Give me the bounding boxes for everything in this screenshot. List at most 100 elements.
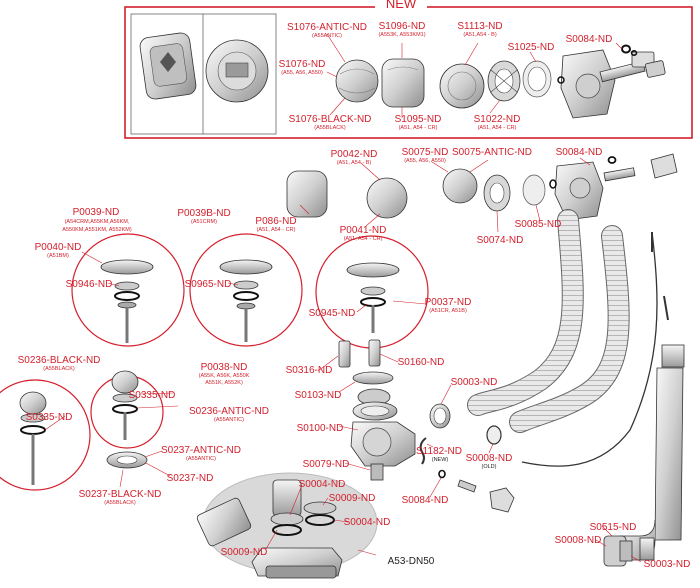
label-S0515: S0515-ND (590, 522, 637, 533)
label-S0084-bot: S0084-ND (402, 495, 449, 506)
circle-group-S0236-BLACK (0, 379, 91, 491)
part-S1182-clip-drawing (419, 437, 427, 465)
label-S0003-top: S0003-ND (451, 377, 498, 388)
new-title: NEW (386, 0, 417, 11)
label-P0041: P0041-ND (340, 225, 387, 236)
label-S0009-b: S0009-ND (221, 547, 268, 558)
label-S1022: S1022-ND (474, 114, 521, 125)
label-S1025: S1025-ND (508, 42, 555, 53)
part-S1113-cap-drawing (439, 63, 485, 109)
pipe-fitting-leader-lines (426, 384, 642, 563)
label-S1182: S1182-ND (416, 446, 462, 457)
new-box-labels: S1076-ANTIC-ND (A55ANTIC) S1096-ND (A553… (279, 21, 613, 131)
label-P0038: P0038-ND (201, 362, 248, 373)
label-A53-DN50: A53-DN50 (388, 556, 435, 567)
pipe-fittings (419, 384, 642, 563)
part-S0008-gasket-drawing (486, 425, 502, 445)
label-S1095-sub: (A51, A54 - CR) (399, 125, 438, 131)
label-P0039B: P0039B-ND (177, 208, 230, 219)
label-S0237-BLACK: S0237-BLACK-ND (79, 489, 162, 500)
label-S1096-sub: (A553K, A553KM1) (378, 32, 425, 38)
label-S0084-mid: S0084-ND (556, 147, 603, 158)
label-P0042: P0042-ND (331, 149, 378, 160)
label-S0335-left: S0335-ND (26, 412, 73, 423)
part-S0074-drawing (483, 174, 511, 212)
label-P0037-sub: (A51CR, A51B) (429, 308, 467, 314)
plug-group-leader-lines (44, 251, 427, 488)
part-S0085-drawing (522, 174, 546, 206)
corrugated-pipes (467, 209, 685, 567)
label-S0009-a: S0009-ND (329, 493, 376, 504)
part-S1025-gasket-drawing (522, 60, 552, 98)
part-overflow-body-drawing (557, 44, 666, 119)
label-S1076-ANTIC-sub: (A55ANTIC) (312, 33, 342, 39)
part-P0041-drawing (366, 177, 408, 219)
label-S0103: S0103-ND (295, 390, 342, 401)
label-S1076-BLACK-sub: (A55BLACK) (314, 125, 346, 131)
label-S1076-ANTIC: S1076-ANTIC-ND (287, 22, 367, 33)
label-S0100: S0100-ND (297, 423, 344, 434)
label-S0237-ANTIC: S0237-ANTIC-ND (161, 445, 241, 456)
label-S0237: S0237-ND (167, 473, 214, 484)
label-S0008-old-sub: (OLD) (482, 464, 497, 470)
label-S0237-ANTIC-sub: (A55ANTIC) (186, 456, 216, 462)
overflow-row-parts (286, 153, 678, 233)
waste-plug-groups (0, 233, 429, 491)
center-waste-assembly (317, 339, 416, 481)
label-S1076-sub: (A55, A56, A550) (281, 70, 323, 76)
label-P0039-sub2: A550KM,A551KM, A552KM) (62, 227, 132, 233)
label-S0160: S0160-ND (398, 357, 445, 368)
inset-thumbnails (130, 13, 277, 135)
circle-group-P0039B (189, 233, 303, 347)
part-S0075-drawing (442, 168, 478, 204)
label-S0085: S0085-ND (515, 219, 562, 230)
label-P086-sub: (A51, A54 - CR) (257, 227, 296, 233)
label-S0236-BLACK: S0236-BLACK-ND (18, 355, 101, 366)
label-P0038-sub1: (A55K, A56K, A550K (199, 373, 250, 379)
label-S1182-sub: (NEW) (432, 457, 449, 463)
label-P0038-sub2: A551K, A552K) (205, 380, 243, 386)
label-S0335-mid: S0335-ND (129, 390, 176, 401)
plug-group-labels: P0040-ND (A51BM) S0946-ND S0965-ND S0945… (18, 242, 472, 506)
label-S0075: S0075-ND (402, 147, 449, 158)
new-box-leader-lines (326, 33, 623, 118)
label-S0079: S0079-ND (303, 459, 350, 470)
label-P0040: P0040-ND (35, 242, 82, 253)
label-S1113: S1113-ND (457, 21, 502, 32)
label-S1076: S1076-ND (279, 59, 326, 70)
label-S1096: S1096-ND (379, 21, 426, 32)
label-S0236-ANTIC: S0236-ANTIC-ND (189, 406, 269, 417)
label-S1095: S1095-ND (395, 114, 442, 125)
label-P086: P086-ND (255, 216, 296, 227)
label-S1076-BLACK: S1076-BLACK-ND (289, 114, 372, 125)
a53-dn50-trap-group (196, 472, 378, 579)
label-P0039: P0039-ND (73, 207, 120, 218)
part-S1022-wheel-drawing (487, 60, 521, 102)
circle-group-P0039 (71, 233, 185, 347)
label-P0039B-sub: (A51CRM) (191, 219, 217, 225)
label-S0237-BLACK-sub: (A55BLACK) (104, 500, 136, 506)
label-S1113-sub: (A51,A54 - B) (463, 32, 496, 38)
label-P0037: P0037-ND (425, 297, 472, 308)
label-S0003-bot: S0003-ND (644, 559, 691, 570)
label-S0946: S0946-ND (66, 279, 113, 290)
label-P0041-sub: (A51, A54 - CR) (344, 236, 383, 242)
label-P0039-sub1: (A54CRM,A55KM,A56KM, (65, 219, 130, 225)
label-S0945: S0945-ND (309, 308, 356, 319)
trap-labels: S0004-ND S0009-ND S0004-ND S0009-ND A53-… (221, 479, 435, 567)
right-pipe-labels: S0515-ND S0008-ND S0003-ND (555, 522, 691, 570)
label-P0042-sub: (A51, A54 - B) (337, 160, 372, 166)
label-S0236-BLACK-sub: (A55BLACK) (43, 366, 75, 372)
label-S0008-bot: S0008-ND (555, 535, 602, 546)
label-P0040-sub: (A51BM) (47, 253, 69, 259)
overflow-row-leader-lines (299, 157, 591, 233)
label-S0075-ANTIC: S0075-ANTIC-ND (452, 147, 532, 158)
label-S0004-a: S0004-ND (299, 479, 346, 490)
part-overflow-body-2-drawing (549, 153, 678, 221)
label-S0236-ANTIC-sub: (A55ANTIC) (214, 417, 244, 423)
label-S0075-sub: (A55, A56, A550) (404, 158, 446, 164)
new-parts-box: NEW (124, 0, 693, 139)
label-S0004-b: S0004-ND (344, 517, 391, 528)
trap-leader-lines (265, 484, 377, 556)
